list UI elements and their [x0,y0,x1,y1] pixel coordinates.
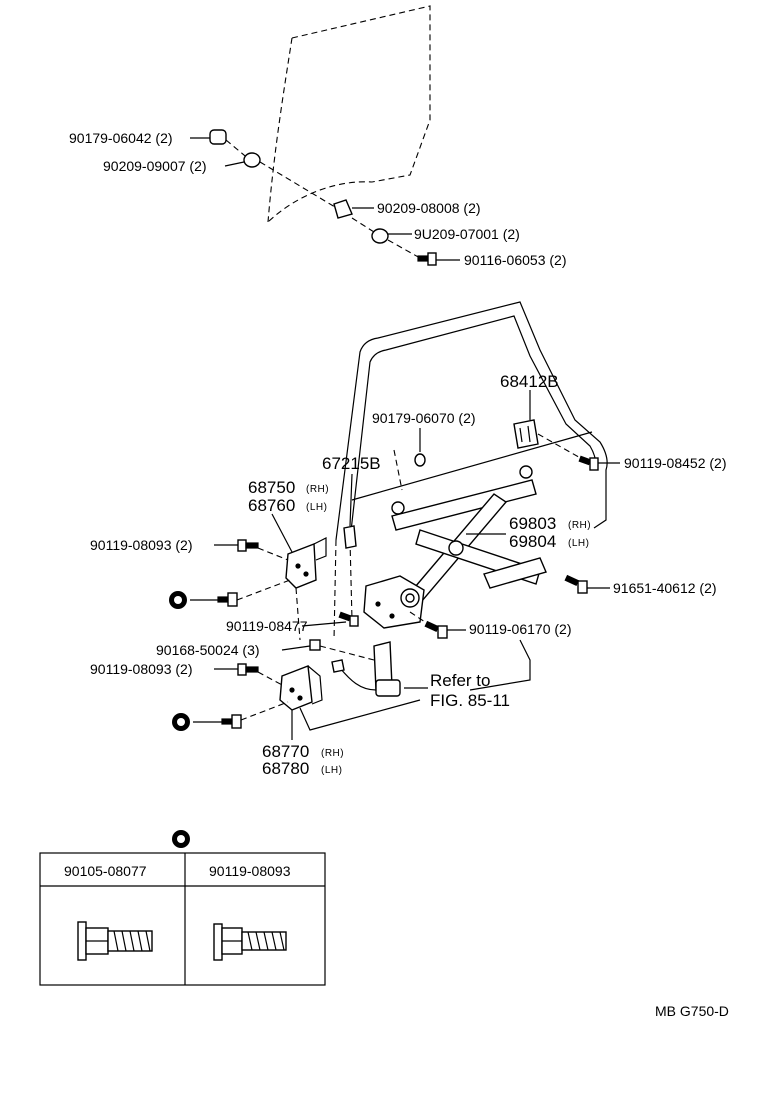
bolt-icon [301,611,359,627]
label-90119-06170: 90119-06170 (2) [469,621,571,637]
bolt-legend-table: 90105-08077 90119-08093 [39,830,326,986]
cushion-icon [209,129,227,145]
label-90116-06053: 90116-06053 (2) [464,252,566,268]
bracket-67215b [343,449,403,549]
label-90209-08008: 90209-08008 (2) [377,200,481,216]
refer-to-text: Refer to [430,671,490,690]
bolt-icon [564,574,610,594]
window-regulator [363,465,547,629]
bolt-icon [193,701,289,729]
flange-bolt-icon [77,921,153,961]
nut-icon [414,428,426,467]
legend-col1-header: 90105-08077 [64,863,147,879]
glass-fasteners [190,129,460,266]
label-90179-06042: 90179-06042 (2) [69,130,173,146]
label-90168-50024: 90168-50024 (3) [156,642,260,658]
label-68780: 68780 [262,759,309,778]
hex-washer-bolt-icon [213,923,287,961]
bolt-icon [214,663,285,687]
bolt-icon [214,539,289,561]
label-90179-06070: 90179-06070 (2) [372,410,476,426]
label-68770-rh: (RH) [321,748,344,759]
label-68750: 68750 [248,478,295,497]
label-68412b: 68412B [500,372,559,391]
refer-to-fig: FIG. 85-11 [430,691,510,710]
label-68770: 68770 [262,742,309,761]
legend-col2-header: 90119-08093 [209,863,291,879]
hinge-lower [279,665,421,740]
label-69804: 69804 [509,532,556,551]
label-90119-08452: 90119-08452 (2) [624,455,726,471]
label-68750-rh: (RH) [306,484,329,495]
label-9u209-07001: 9U209-07001 (2) [414,226,520,242]
legend-reference-icon [169,591,187,609]
label-67215b: 67215B [322,454,381,473]
clip-68412b [513,390,585,461]
regulator-motor [331,641,401,697]
label-69803: 69803 [509,514,556,533]
glass-bracket-icon [333,199,353,219]
label-69804-lh: (LH) [568,538,589,549]
label-68780-lh: (LH) [321,765,342,776]
label-91651-40612: 91651-40612 (2) [613,580,717,596]
washer-icon [243,152,261,168]
hinge-upper [271,513,327,641]
bolt-icon [409,611,466,639]
label-68760-lh: (LH) [306,502,327,513]
label-90209-09007: 90209-09007 (2) [103,158,207,174]
legend-reference-icon [172,713,190,731]
bolt-icon [417,252,437,266]
washer-icon [371,228,389,244]
door-glass [267,5,431,223]
label-68760: 68760 [248,496,295,515]
figure-code: MB G750-D [655,1003,729,1019]
label-90119-08093-lower: 90119-08093 (2) [90,661,192,677]
label-69803-rh: (RH) [568,520,591,531]
bolt-icon [190,579,291,607]
legend-reference-icon [172,830,190,848]
label-90119-08093-upper: 90119-08093 (2) [90,537,192,553]
nut-icon [281,639,375,661]
label-90119-08477: 90119-08477 [226,618,308,634]
bolt-icon [578,455,620,471]
